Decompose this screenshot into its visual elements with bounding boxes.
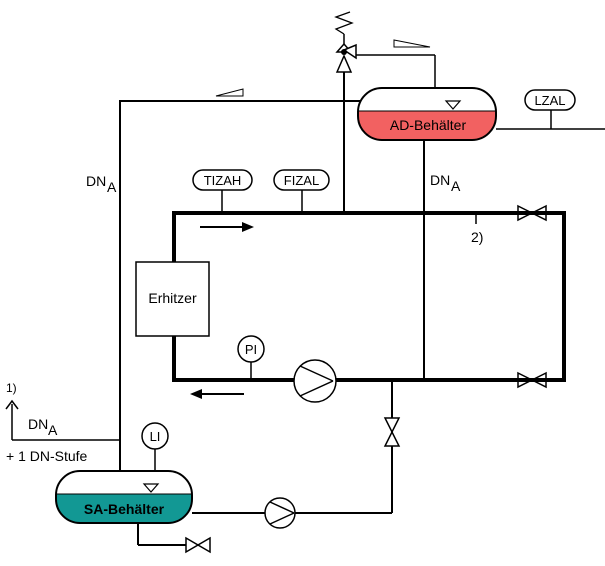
heater-label: Erhitzer: [148, 290, 197, 306]
slope-wedge-vent: [393, 39, 431, 48]
svg-text:DN: DN: [86, 173, 106, 189]
svg-text:LI: LI: [150, 429, 161, 444]
note-1-label: 1): [6, 381, 17, 395]
pi-instrument[interactable]: PI: [237, 335, 265, 379]
svg-text:A: A: [451, 178, 461, 194]
dn-label-lower: DN A: [28, 416, 58, 438]
flow-arrow-right: [200, 222, 254, 232]
svg-text:A: A: [107, 179, 117, 195]
sa-vessel[interactable]: SA-Behälter: [50, 470, 198, 529]
svg-text:LZAL: LZAL: [534, 93, 565, 108]
note-2-label: 2): [471, 229, 483, 245]
note-1-branch: [5, 399, 120, 441]
ad-vessel[interactable]: AD-Behälter: [352, 87, 502, 146]
main-loop: [172, 211, 566, 382]
lzal-instrument[interactable]: LZAL: [524, 89, 576, 129]
valve-drain[interactable]: [185, 536, 211, 554]
svg-text:DN: DN: [430, 172, 450, 188]
ad-vessel-label: AD-Behälter: [390, 117, 467, 133]
svg-text:A: A: [48, 422, 58, 438]
circulation-pump[interactable]: [293, 359, 337, 403]
svg-text:DN: DN: [28, 416, 48, 432]
slope-wedge-top: [215, 88, 244, 97]
valve-top-right[interactable]: [517, 204, 547, 222]
svg-text:TIZAH: TIZAH: [204, 173, 242, 188]
valve-bottom-right[interactable]: [517, 371, 547, 389]
sa-vessel-label: SA-Behälter: [84, 501, 165, 517]
svg-text:FIZAL: FIZAL: [284, 173, 319, 188]
heater-box[interactable]: [135, 261, 210, 337]
dn-label-center: DN A: [430, 172, 461, 194]
svg-text:PI: PI: [245, 342, 257, 357]
feed-pump[interactable]: [264, 497, 296, 529]
li-instrument[interactable]: LI: [141, 422, 169, 472]
valve-riser[interactable]: [383, 417, 401, 447]
flow-arrow-left: [190, 389, 244, 399]
tizah-instrument[interactable]: TIZAH: [192, 169, 253, 212]
dn-step-label: + 1 DN-Stufe: [6, 448, 88, 464]
fizal-instrument[interactable]: FIZAL: [273, 169, 330, 212]
dn-label-left: DN A: [86, 173, 117, 195]
safety-relief-valve[interactable]: [334, 11, 357, 73]
